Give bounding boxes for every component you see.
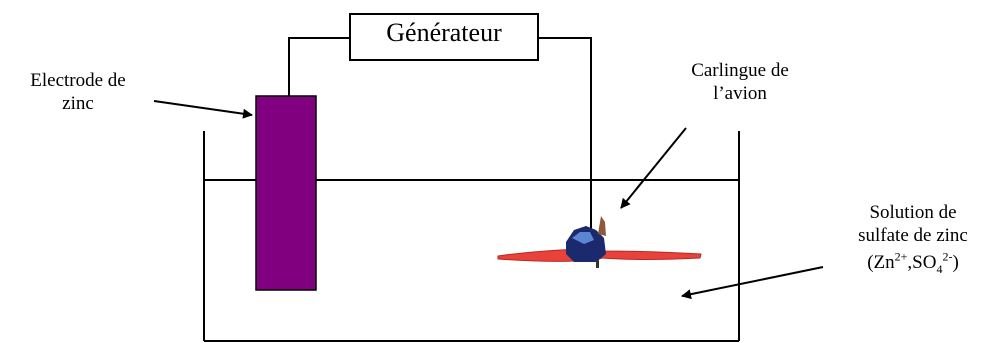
ion1-base: (Zn (867, 252, 895, 273)
plane-tail (598, 216, 606, 236)
solution-label-line1: Solution de (869, 202, 957, 223)
electrode-label: Electrode de zinc (2, 69, 154, 115)
formula-separator: , (907, 252, 913, 273)
plane-canopy (572, 232, 594, 244)
ion2-charge: 2- (942, 249, 953, 264)
solution-label-line2: sulfate de zinc (858, 225, 968, 246)
generator-label: Générateur (386, 18, 502, 47)
wire-electrode (288, 37, 350, 96)
generator-box (349, 13, 539, 61)
airplane-icon (497, 216, 702, 268)
solution-label: Solution de sulfate de zinc (Zn2+,SO42-) (828, 201, 998, 276)
arrow-plane (620, 127, 687, 209)
vessel (203, 131, 740, 342)
electrode-label-line2: zinc (62, 93, 94, 114)
plane-label: Carlingue de l’avion (660, 59, 820, 105)
ion2-base: SO (912, 252, 937, 273)
electrode-label-line1: Electrode de (30, 70, 126, 91)
arrow-electrode (153, 100, 253, 119)
plane-label-line1: Carlingue de (691, 60, 789, 81)
formula-close: ) (952, 252, 959, 273)
zinc-electrode (255, 95, 317, 291)
plane-gear (596, 260, 599, 268)
arrow-solution (681, 266, 824, 300)
ion1-charge: 2+ (894, 249, 908, 264)
plane-label-line2: l’avion (713, 83, 767, 104)
solution-formula: (Zn2+,SO42-) (828, 249, 998, 276)
ion2-subscript: 4 (936, 261, 943, 276)
wire-plane (538, 37, 592, 248)
